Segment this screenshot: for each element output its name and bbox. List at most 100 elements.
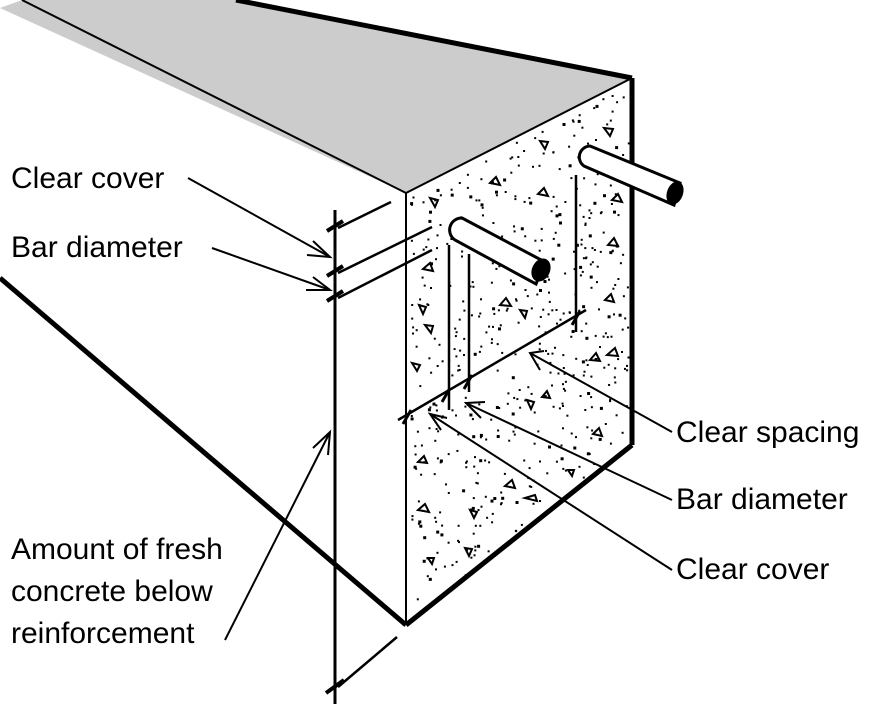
speckle [616,101,619,104]
speckle [479,436,482,439]
speckle [458,182,461,184]
speckle [495,267,498,270]
speckle [563,372,566,375]
speckle [455,331,458,334]
speckle [435,568,437,571]
speckle [473,465,476,468]
speckle [458,541,460,544]
speckle [603,194,606,198]
speckle [479,312,482,315]
speckle [568,311,571,314]
speckle [501,235,504,238]
speckle [602,98,605,101]
speckle [549,361,552,364]
speckle [573,134,576,137]
speckle [575,357,578,360]
speckle [505,309,508,312]
speckle [415,467,418,470]
speckle [568,164,572,168]
speckle [511,412,515,416]
speckle [543,280,547,283]
speckle [419,298,422,301]
speckle [611,249,614,252]
speckle [609,398,612,401]
speckle [617,278,620,280]
speckle [472,285,475,288]
speckle [613,376,616,379]
speckle [621,431,624,434]
speckle [479,459,483,463]
speckle [493,312,496,315]
speckle [464,574,467,577]
speckle [515,529,518,532]
speckle [419,524,423,528]
speckle [591,247,594,250]
speckle [479,524,482,527]
speckle [470,314,473,317]
speckle [455,560,458,563]
speckle [457,433,460,436]
speckle [548,291,550,294]
speckle [627,142,630,145]
speckle [462,489,466,493]
speckle [617,358,620,361]
speckle [429,210,432,214]
speckle [436,530,440,534]
speckle [545,349,547,352]
speckle [604,423,607,425]
speckle [496,435,500,438]
speckle [534,137,537,140]
speckle [547,352,550,355]
speckle [585,336,589,340]
speckle [459,349,462,352]
speckle [499,324,502,327]
speckle [614,381,617,384]
speckle [585,322,588,325]
speckle [528,467,531,470]
speckle [495,194,498,197]
speckle [462,300,465,303]
speckle [413,465,417,469]
speckle [423,536,427,540]
speckle [570,432,573,435]
speckle [441,524,444,527]
speckle [472,497,475,500]
speckle [458,318,461,321]
speckle [515,501,519,504]
speckle [580,238,583,241]
speckle [490,499,494,503]
speckle [453,348,456,351]
rebar-right [577,144,684,208]
speckle [469,413,473,417]
speckle [513,225,515,228]
speckle [474,524,477,527]
label-clear-cover-top: Clear cover [11,162,165,195]
speckle [491,521,494,524]
speckle [541,130,544,133]
speckle [498,407,501,409]
speckle [581,270,584,273]
speckle [429,406,432,409]
speckle [611,95,614,97]
speckle [540,227,543,230]
speckle [627,356,630,359]
speckle [561,402,564,405]
speckle [594,183,597,186]
speckle [548,445,551,449]
speckle [422,201,425,204]
speckle [465,460,468,463]
speckle [564,201,567,203]
speckle [532,165,534,168]
speckle [455,414,457,417]
speckle [477,509,480,511]
speckle [595,104,599,108]
speckle [480,298,482,301]
speckle [469,285,472,288]
speckle [587,142,589,145]
speckle [609,119,612,122]
speckle [439,194,442,197]
speckle [562,405,564,407]
speckle [456,449,459,452]
speckle [586,426,589,429]
speckle [524,399,527,402]
